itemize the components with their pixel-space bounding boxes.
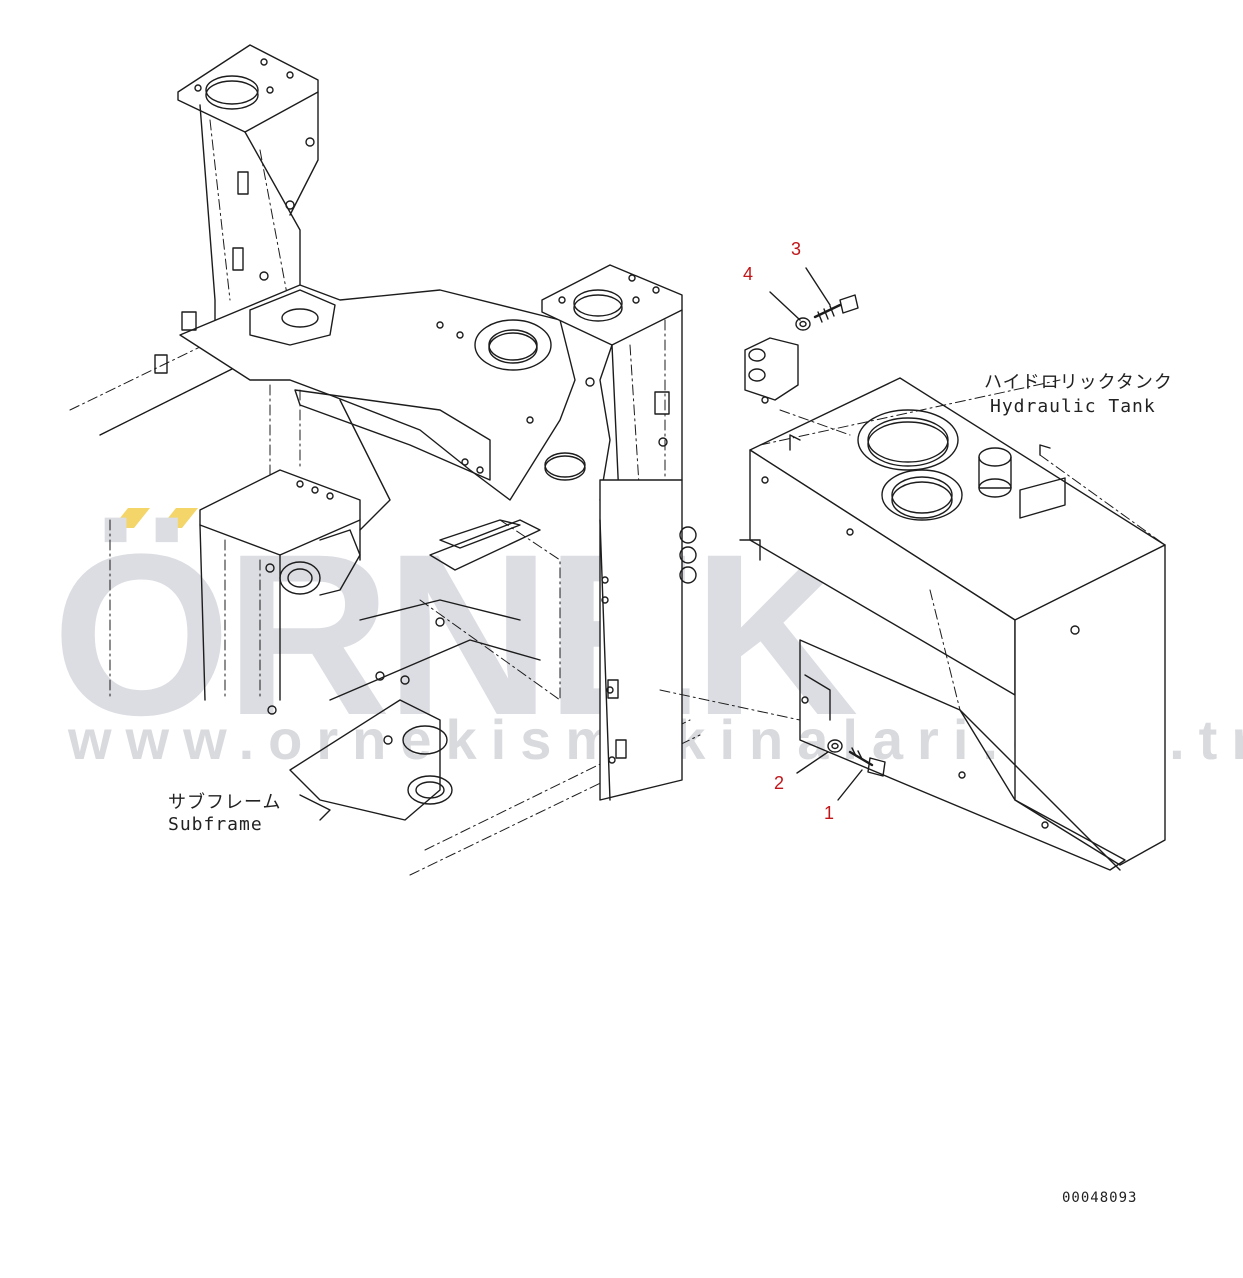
subframe-label-en: Subframe bbox=[168, 814, 263, 835]
callout-part-4[interactable]: 4 bbox=[743, 264, 754, 284]
leader-lines bbox=[769, 267, 863, 801]
rear-tower bbox=[541, 264, 683, 521]
callout-part-1[interactable]: 1 bbox=[824, 803, 835, 823]
hydraulic-tank bbox=[659, 377, 1166, 871]
bolt-part-1 bbox=[848, 747, 886, 777]
central-cross-member bbox=[154, 284, 586, 531]
washer-part-4 bbox=[795, 317, 811, 331]
washer-part-2 bbox=[827, 739, 843, 753]
front-tower bbox=[177, 44, 319, 331]
hydraulic-tank-label-en: Hydraulic Tank bbox=[990, 396, 1156, 417]
bolt-part-3 bbox=[813, 294, 859, 323]
subframe-lower bbox=[109, 469, 697, 821]
hydraulic-tank-label-jp: ハイドロリックタンク bbox=[984, 372, 1173, 393]
callout-part-2[interactable]: 2 bbox=[774, 773, 785, 793]
callout-part-3[interactable]: 3 bbox=[791, 239, 802, 259]
subframe-label-jp: サブフレーム bbox=[168, 792, 282, 813]
watermark-brand: ÖRNEK bbox=[52, 506, 859, 763]
drawing-number: 00048093 bbox=[1062, 1190, 1138, 1206]
mounting-bracket bbox=[744, 337, 799, 404]
